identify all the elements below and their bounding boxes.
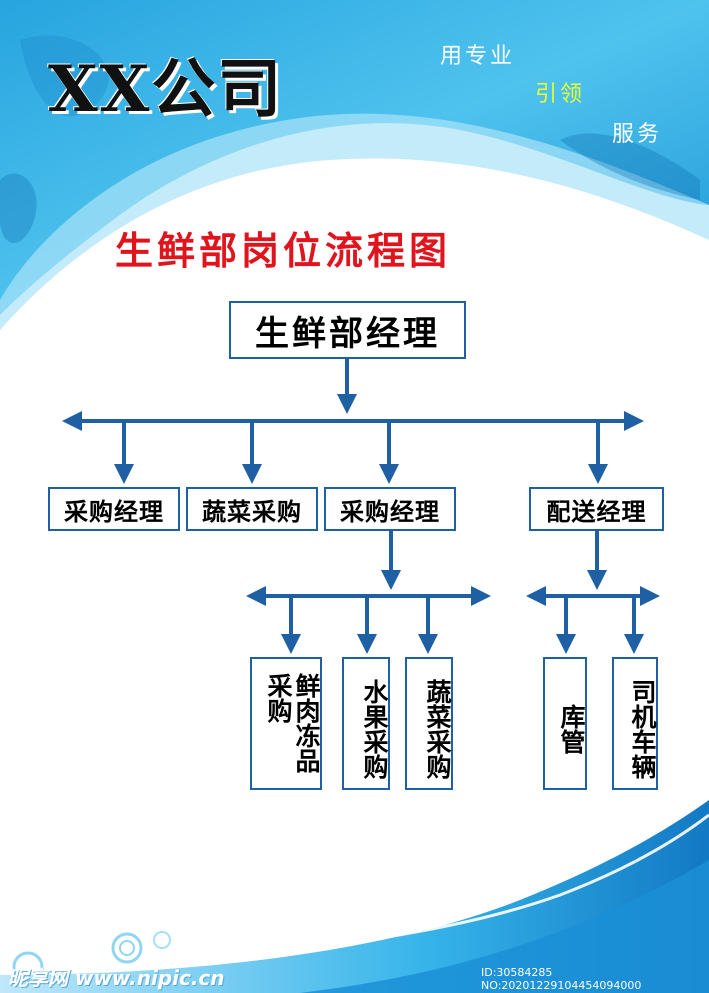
node-fruit-purchasing: 水果采购 [342,657,390,790]
site-watermark: 昵享网 www.nipic.cn [8,966,225,990]
node-meat-frozen-purchasing: 鲜肉冻品采购 [250,657,322,790]
node-delivery-manager: 配送经理 [529,487,664,531]
node-warehouse-keeper: 库管 [543,657,587,790]
image-id: ID:30584285 NO:20201229104454094000 [481,966,642,992]
header-wave-light [0,113,709,331]
node-purchasing-manager-1: 采购经理 [48,487,180,531]
node-driver-vehicles: 司机车辆 [612,657,658,790]
chart-title: 生鲜部岗位流程图 [115,229,452,273]
slogan-line-2: 引领 [535,82,586,107]
node-vegetable-purchasing-sub: 蔬菜采购 [405,657,453,790]
company-name: XX公司 [48,52,284,127]
node-fresh-dept-manager: 生鲜部经理 [229,301,466,359]
connectors [62,359,660,654]
node-vegetable-purchasing: 蔬菜采购 [186,487,318,531]
slogan-line-3: 服务 [612,122,663,147]
header-wave [0,0,709,315]
slogan-line-1: 用专业 [440,44,516,69]
node-purchasing-manager-2: 采购经理 [324,487,456,531]
